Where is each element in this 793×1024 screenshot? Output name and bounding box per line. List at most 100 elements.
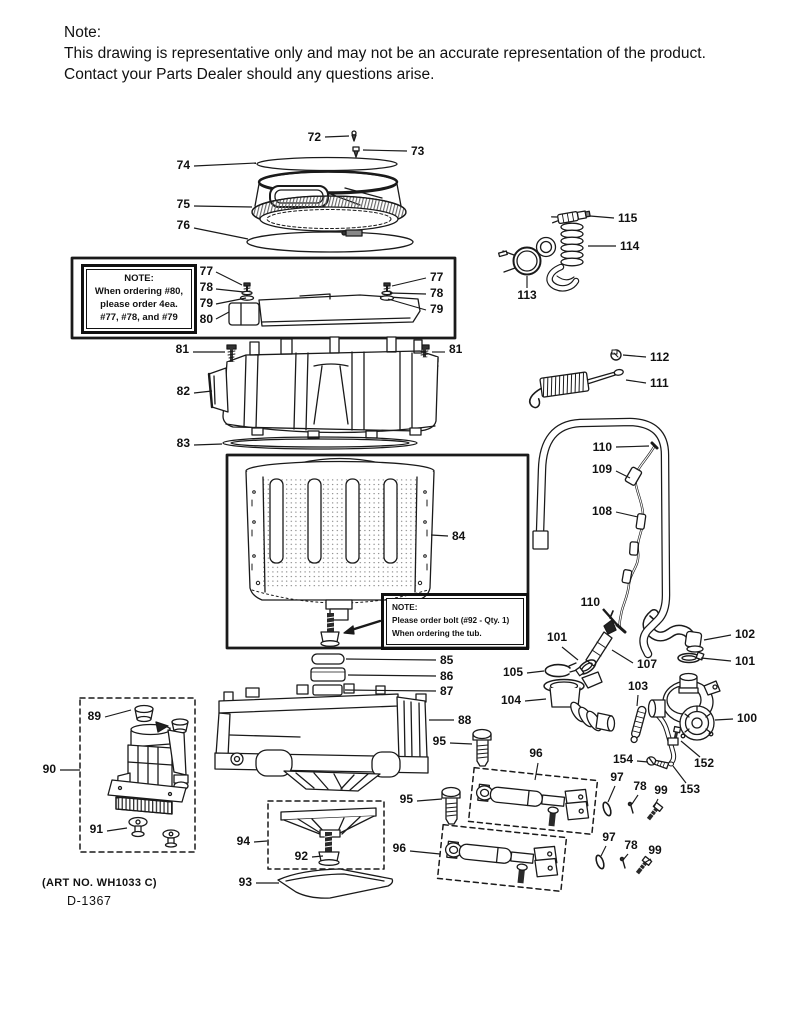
callout-76: 76 xyxy=(177,218,191,232)
callout-leader-99 xyxy=(653,798,659,808)
callout-leader-96 xyxy=(409,850,441,855)
part-112-clip xyxy=(610,349,622,361)
callout-78: 78 xyxy=(200,280,214,294)
callout-leader-79 xyxy=(387,298,427,311)
part-77-78-79-screws-left xyxy=(239,282,255,301)
callout-leader-101 xyxy=(561,646,579,661)
part-hose-large xyxy=(532,417,671,659)
callout-95: 95 xyxy=(433,734,447,748)
callout-99: 99 xyxy=(654,783,668,797)
note-box-ordering-80: NOTE: When ordering #80, please order 4e… xyxy=(81,264,197,334)
part-92-bolt xyxy=(318,832,340,866)
callout-leader-89 xyxy=(104,709,132,718)
diagram-line-art xyxy=(70,130,721,899)
callout-94: 94 xyxy=(237,834,251,848)
callout-109: 109 xyxy=(592,462,612,476)
callout-72: 72 xyxy=(308,130,322,144)
callout-97: 97 xyxy=(602,830,616,844)
callout-leader-80 xyxy=(215,311,230,320)
callout-leader-111 xyxy=(625,379,647,384)
callout-leader-107 xyxy=(611,649,634,664)
note-box-line: When ordering the tub. xyxy=(392,629,482,638)
callout-112: 112 xyxy=(650,350,670,364)
callout-113: 113 xyxy=(517,288,537,302)
note-box-tub-bolt: NOTE: Please order bolt (#92 - Qty. 1) W… xyxy=(381,593,529,650)
callout-leader-152 xyxy=(680,740,701,758)
callout-81: 81 xyxy=(449,342,463,356)
callout-leader-94 xyxy=(253,840,268,843)
part-93-plate xyxy=(277,868,394,899)
part-97-78-99-lower xyxy=(595,854,653,875)
part-102-elbow-hose xyxy=(642,609,704,653)
callout-96: 96 xyxy=(529,746,543,760)
part-105-ring xyxy=(544,662,578,678)
callout-leader-83 xyxy=(193,443,223,446)
callout-leader-97 xyxy=(600,845,607,857)
group-box-94 xyxy=(267,800,385,870)
callout-114: 114 xyxy=(620,239,640,253)
part-154-screw xyxy=(646,756,670,770)
callout-83: 83 xyxy=(177,436,191,450)
callout-104: 104 xyxy=(501,693,521,707)
note-box-line: please order 4ea. xyxy=(100,299,178,310)
callout-110: 110 xyxy=(581,595,601,609)
callout-110: 110 xyxy=(593,440,613,454)
callout-96: 96 xyxy=(393,841,407,855)
callout-101: 101 xyxy=(735,654,755,668)
callout-74: 74 xyxy=(177,158,191,172)
note-box-title: NOTE: xyxy=(392,603,418,612)
callout-leader-73 xyxy=(362,149,408,152)
callout-91: 91 xyxy=(90,822,104,836)
note-arrow xyxy=(343,619,382,635)
part-108-tube xyxy=(615,441,659,634)
callout-leader-95 xyxy=(449,742,473,745)
callout-95: 95 xyxy=(400,792,414,806)
part-72-73-screws xyxy=(351,130,360,158)
part-94-rotor xyxy=(280,807,377,839)
callout-leader-78 xyxy=(631,794,639,805)
callout-99: 99 xyxy=(648,843,662,857)
callout-103: 103 xyxy=(628,679,648,693)
document-number: D-1367 xyxy=(67,894,112,908)
callout-154: 154 xyxy=(613,752,633,766)
callout-leader-74 xyxy=(193,162,257,167)
callout-leader-78 xyxy=(215,288,245,293)
callout-79: 79 xyxy=(200,296,214,310)
callout-115: 115 xyxy=(618,211,638,225)
callout-leader-115 xyxy=(589,215,615,219)
callout-93: 93 xyxy=(239,875,253,889)
note-box-line: Please order bolt (#92 - Qty. 1) xyxy=(392,616,510,625)
callout-111: 111 xyxy=(650,376,669,390)
callout-85: 85 xyxy=(440,653,454,667)
callout-101: 101 xyxy=(547,630,567,644)
part-82-outer-tub xyxy=(207,336,439,439)
group-box-96-lower xyxy=(436,823,568,893)
callout-89: 89 xyxy=(88,709,102,723)
part-88-base xyxy=(214,683,429,792)
callout-leader-78 xyxy=(389,292,427,295)
part-84-basket xyxy=(245,457,435,621)
callout-leader-92 xyxy=(311,855,324,858)
callout-leader-76 xyxy=(193,227,249,240)
part-74-ring xyxy=(256,156,398,172)
callout-leader-77 xyxy=(215,271,243,286)
callout-leader-99 xyxy=(643,858,652,864)
part-85-86-87 xyxy=(310,653,346,696)
group-box-96-upper xyxy=(467,766,599,836)
part-113-clamp xyxy=(497,246,542,276)
callout-leader-77 xyxy=(391,277,427,287)
callout-leader-96 xyxy=(534,762,539,781)
callout-152: 152 xyxy=(694,756,714,770)
group-box-77-80 xyxy=(70,256,457,340)
part-100-pump xyxy=(647,672,721,746)
part-75-cover xyxy=(251,170,407,232)
part-101-clamp-left xyxy=(575,659,597,677)
part-111-spring xyxy=(528,368,624,409)
callout-leader-97 xyxy=(607,785,616,803)
callout-leader-72 xyxy=(324,135,350,138)
callout-80: 80 xyxy=(200,312,214,326)
callout-leader-109 xyxy=(615,470,631,479)
callout-leader-104 xyxy=(524,698,547,702)
part-83-gasket xyxy=(222,436,418,450)
